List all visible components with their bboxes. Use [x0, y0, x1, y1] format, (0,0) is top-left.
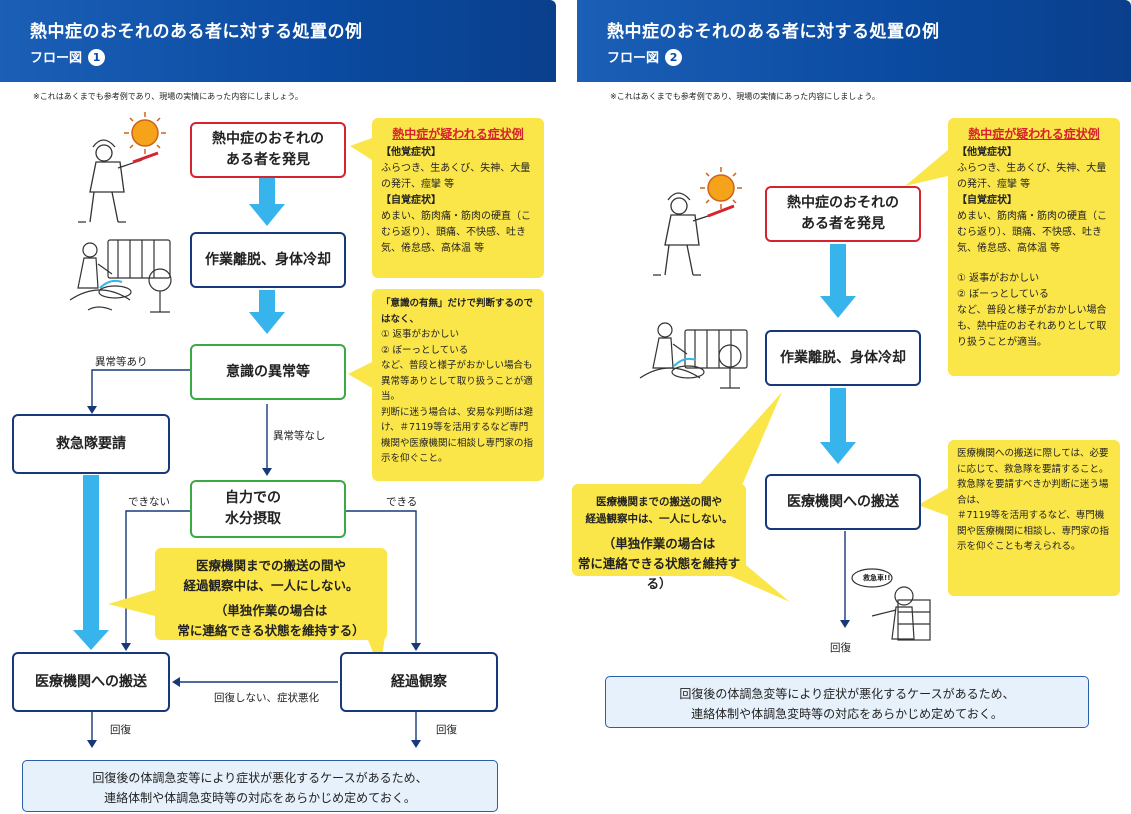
symptoms-panel-2: 熱中症が疑われる症状例 【他覚症状】 ふらつき、生あくび、失神、大量の発汗、痙攣… [948, 118, 1120, 376]
self-symptoms-text-2: めまい、筋肉痛・筋肉の硬直（こむら返り）、頭痛、不快感、吐き気、倦怠感、高体温 … [957, 211, 1107, 254]
alone-callout-2: 医療機関までの搬送の間や 経過観察中は、一人にしない。 （単独作業の場合は 常に… [572, 484, 746, 591]
transport-note-text-3: ＃7119等を活用するなど、専門機関や医療機関に相談し、専門家の指示を仰ぐことも… [957, 510, 1110, 552]
transport-box-1: 医療機関への搬送 [12, 652, 170, 712]
worker-sun-icon [653, 167, 742, 276]
transport-box-2: 医療機関への搬送 [765, 474, 921, 530]
alone-callout-main-2: 医療機関までの搬送の間や 経過観察中は、一人にしない。 [585, 496, 733, 525]
water-box: 自力での 水分摂取 [190, 480, 346, 538]
ambulance-box: 救急隊要請 [12, 414, 170, 474]
consciousness-note: 「意識の有無」だけで判断するのではなく、 ① 返事がおかしい ② ぼーっとしてい… [372, 289, 544, 481]
self-symptoms-text-1: めまい、筋肉痛・筋肉の硬直（こむら返り）、頭痛、不快感、吐き気、倦怠感、高体温 … [381, 211, 531, 254]
panel-2-subtitle-text: フロー図 [607, 51, 660, 66]
cooling-worker-icon [639, 322, 748, 389]
discover-box-1: 熱中症のおそれの ある者を発見 [190, 122, 346, 178]
consciousness-note-item-2: ② ぼーっとしている [381, 344, 469, 356]
observe-box: 経過観察 [340, 652, 498, 712]
panel-2-header: 熱中症のおそれのある者に対する処置の例 フロー図 2 [577, 0, 1131, 82]
label-recover-2: 回復 [830, 642, 851, 654]
phone-worker-icon [851, 568, 931, 641]
panel-1-number-badge: 1 [88, 49, 106, 66]
consciousness-note-bold: 「意識の有無」だけで判断するのではなく、 [381, 298, 534, 325]
consciousness-box: 意識の異常等 [190, 344, 346, 400]
self-symptoms-head-1: 【自覚症状】 [381, 195, 441, 206]
label-recover-left: 回復 [110, 724, 131, 736]
alone-callout-main-1: 医療機関までの搬送の間や 経過観察中は、一人にしない。 [183, 558, 359, 593]
panel-2-main-arrows [820, 244, 856, 464]
symptoms-heading-1: 熱中症が疑われる症状例 [392, 127, 524, 141]
label-cannot: できない [128, 496, 170, 508]
symptoms-item-1: ① 返事がおかしい [957, 273, 1040, 284]
panel-2-number-badge: 2 [665, 49, 683, 66]
symptoms-item-2: ② ぼーっとしている [957, 289, 1049, 300]
panel-1-note: ※これはあくまでも参考例であり、現場の実情にあった内容にしましょう。 [33, 92, 303, 101]
consciousness-note-text-2: 判断に迷う場合は、安易な判断は避け、＃7119等を活用するなど専門機関や医療機関… [381, 406, 534, 465]
worker-sun-icon [78, 112, 166, 223]
consciousness-note-text-1: など、普段と様子がおかしい場合も異常等ありとして取り扱うことが適当。 [381, 360, 533, 402]
label-recover-right: 回復 [436, 724, 457, 736]
other-symptoms-head-2: 【他覚症状】 [957, 147, 1017, 158]
symptoms-extra: など、普段と様子がおかしい場合も、熱中症のおそれありとして取り扱うことが適当。 [957, 305, 1107, 348]
panel-2-note: ※これはあくまでも参考例であり、現場の実情にあった内容にしましょう。 [610, 92, 880, 101]
label-abnormal: 異常等あり [95, 356, 148, 368]
cool-box-1: 作業離脱、身体冷却 [190, 232, 346, 288]
alone-callout-sub-2: （単独作業の場合は 常に連絡できる状態を維持する） [577, 536, 741, 591]
panel-1-subtitle: フロー図 1 [30, 47, 106, 66]
panel-1-header: 熱中症のおそれのある者に対する処置の例 フロー図 1 [0, 0, 556, 82]
symptoms-heading-2: 熱中症が疑われる症状例 [968, 127, 1100, 141]
bottom-note-2: 回復後の体調急変等により症状が悪化するケースがあるため、 連絡体制や体調急変時等… [605, 676, 1089, 728]
cooling-worker-icon [69, 239, 172, 313]
alone-callout-sub-1: （単独作業の場合は 常に連絡できる状態を維持する） [177, 603, 365, 638]
discover-box-2: 熱中症のおそれの ある者を発見 [765, 186, 921, 242]
phone-bubble-text: 救急車!! [863, 574, 891, 582]
panel-2-subtitle: フロー図 2 [607, 47, 683, 66]
self-symptoms-head-2: 【自覚症状】 [957, 195, 1017, 206]
transport-note-text-1: 医療機関への搬送に際しては、必要に応じて、救急隊を要請すること。 [957, 448, 1109, 475]
label-normal: 異常等なし [273, 430, 326, 442]
label-can: できる [386, 496, 418, 508]
transport-note-text-2: 救急隊を要請すべきか判断に迷う場合は、 [957, 479, 1109, 506]
bottom-note-1: 回復後の体調急変等により症状が悪化するケースがあるため、 連絡体制や体調急変時等… [22, 760, 498, 812]
symptoms-panel-1: 熱中症が疑われる症状例 【他覚症状】 ふらつき、生あくび、失神、大量の発汗、痙攣… [372, 118, 544, 278]
panel-1-title: 熱中症のおそれのある者に対する処置の例 [30, 22, 363, 42]
other-symptoms-head-1: 【他覚症状】 [381, 147, 441, 158]
alone-callout-1: 医療機関までの搬送の間や 経過観察中は、一人にしない。 （単独作業の場合は 常に… [155, 548, 387, 640]
other-symptoms-text-2: ふらつき、生あくび、失神、大量の発汗、痙攣 等 [957, 163, 1107, 190]
panel-1-main-arrows [73, 178, 285, 650]
transport-note: 医療機関への搬送に際しては、必要に応じて、救急隊を要請すること。 救急隊を要請す… [948, 440, 1120, 596]
label-worse: 回復しない、症状悪化 [214, 692, 319, 704]
other-symptoms-text-1: ふらつき、生あくび、失神、大量の発汗、痙攣 等 [381, 163, 531, 190]
consciousness-note-item-1: ① 返事がおかしい [381, 329, 460, 340]
panel-1-subtitle-text: フロー図 [30, 51, 83, 66]
panel-2-title: 熱中症のおそれのある者に対する処置の例 [607, 22, 940, 42]
cool-box-2: 作業離脱、身体冷却 [765, 330, 921, 386]
